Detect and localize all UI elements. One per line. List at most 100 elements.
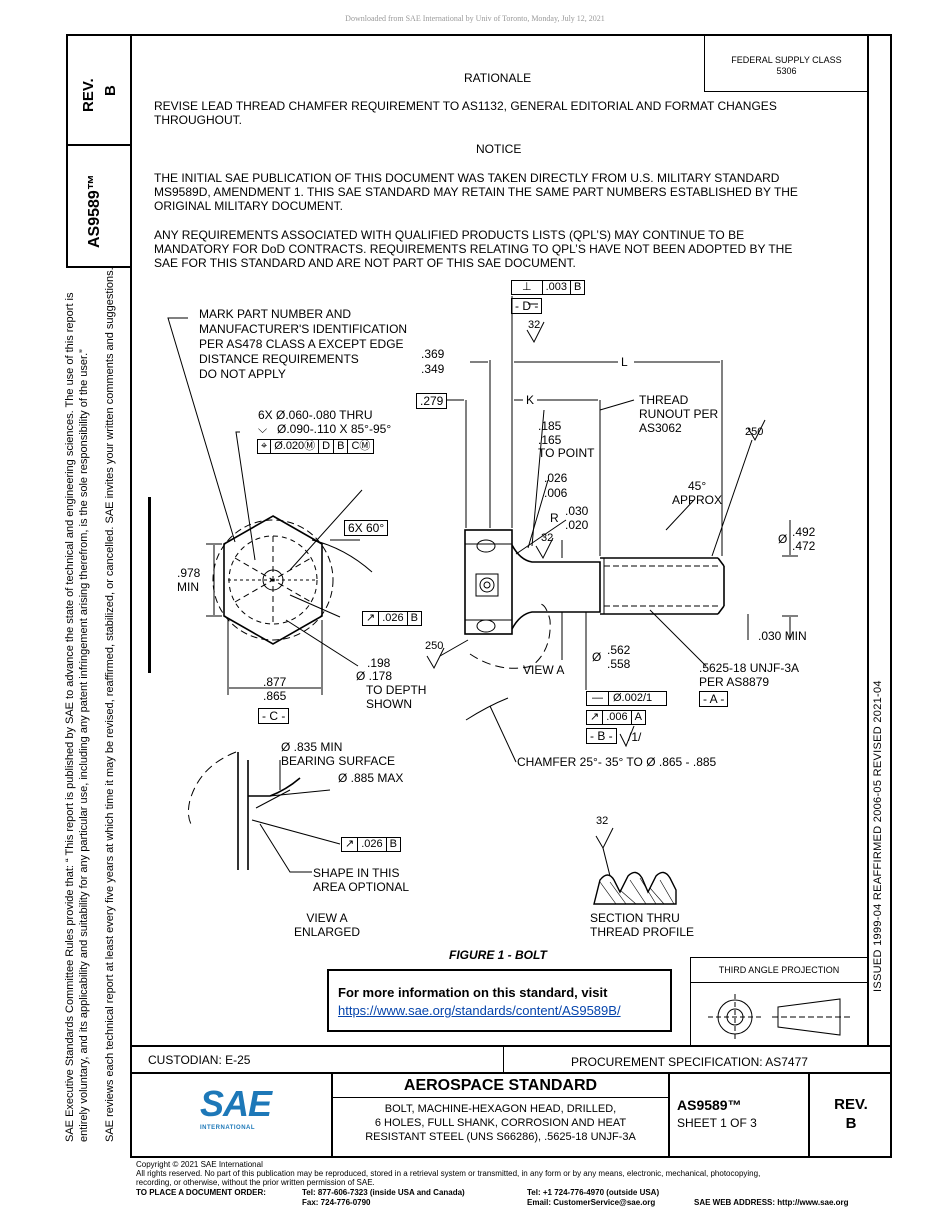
procurement-spec: PROCUREMENT SPECIFICATION: AS7477 [571, 1055, 808, 1069]
to-point: TO POINT [538, 446, 595, 460]
sae-logo: SAE [200, 1083, 272, 1124]
holes-note-line2: Ø.090-.110 X 85°-95° [277, 422, 392, 436]
title-desc-line3: RESISTANT STEEL (UNS S66286), .5625-18 U… [365, 1131, 636, 1143]
point-165: .165 [538, 433, 562, 447]
fcf-tolerance: .026 [358, 838, 387, 851]
projection-box [690, 957, 869, 1046]
title-rev-label: REV. [834, 1096, 868, 1113]
title-divider [668, 1073, 670, 1158]
mark-note-line3: PER AS478 CLASS A EXCEPT EDGE [199, 337, 404, 351]
min-030: .030 MIN [758, 629, 807, 643]
perp-fcf: ⊥ .003 B [511, 280, 586, 295]
note-1: /1/ [628, 730, 642, 744]
projection-symbol-icon [708, 994, 850, 1040]
position-icon: ⌖ [258, 440, 272, 453]
radius-030: .030 [565, 504, 589, 518]
finish-32-shank: 32 [541, 532, 554, 544]
width-877: .877 [263, 675, 287, 689]
dia-symbol-492: Ø [778, 532, 788, 546]
bolt-side-view [464, 529, 725, 669]
fcf-tolerance: .026 [379, 612, 408, 625]
shank-runout-fcf: ↗ .006 A [586, 710, 646, 725]
figure-caption: FIGURE 1 - BOLT [449, 948, 547, 962]
shank-558: .558 [607, 657, 631, 671]
mark-note-line5: DO NOT APPLY [199, 367, 286, 381]
view-a-enlarged-line1: VIEW A [306, 911, 348, 925]
standard-link[interactable]: https://www.sae.org/standards/content/AS… [338, 1003, 621, 1018]
rationale-heading: RATIONALE [464, 71, 532, 85]
across-corners-value: .978 [177, 566, 201, 580]
order-label: TO PLACE A DOCUMENT ORDER: [136, 1188, 266, 1197]
copyright: Copyright © 2021 SAE International [136, 1160, 263, 1169]
thread-spec: .5625-18 UNJF-3A [699, 661, 800, 675]
shown: SHOWN [366, 697, 412, 711]
notice-p2-line2: MANDATORY FOR DoD CONTRACTS. REQUIREMENT… [154, 242, 793, 256]
fax: Fax: 724-776-0790 [302, 1198, 371, 1207]
head-349: .349 [421, 362, 445, 376]
per-as8879: PER AS8879 [699, 675, 770, 689]
title-block-mid-rule [130, 1072, 892, 1074]
notice-p2-line1: ANY REQUIREMENTS ASSOCIATED WITH QUALIFI… [154, 228, 745, 242]
head-369: .369 [421, 347, 445, 361]
title-desc-line2: 6 HOLES, FULL SHANK, CORROSION AND HEAT [374, 1117, 627, 1129]
straightness-fcf: — Ø.002/1 [586, 691, 668, 706]
custodian: CUSTODIAN: E-25 [148, 1053, 251, 1067]
web-address: SAE WEB ADDRESS: http://www.sae.org [694, 1198, 849, 1207]
holes-position-fcf: ⌖ Ø.020Ⓜ D B CⓂ [257, 439, 375, 454]
heading-rule [332, 1097, 669, 1098]
dia-472: .472 [792, 539, 816, 553]
logo-divider [331, 1073, 333, 1158]
thread-runout-line1: THREAD [639, 393, 689, 407]
rights-line2: recording, or otherwise, without the pri… [136, 1178, 375, 1187]
dim-279: .279 [416, 393, 448, 409]
info-box-link[interactable]: https://www.sae.org/standards/content/AS… [338, 1003, 621, 1018]
angle-45: 45° [688, 479, 707, 493]
tel-outside: Tel: +1 724-776-4970 (outside USA) [527, 1188, 660, 1197]
thread-runout-line2: RUNOUT PER [639, 407, 719, 421]
radius-r: R [550, 511, 559, 525]
bearing-885: Ø .885 MAX [338, 771, 404, 785]
aerospace-standard-heading: AEROSPACE STANDARD [403, 1077, 598, 1094]
shape-note-line1: SHAPE IN THIS [313, 866, 400, 880]
runout-icon: ↗ [363, 612, 380, 625]
hex-runout-fcf: ↗ .026 B [362, 611, 422, 626]
change-bar [148, 497, 151, 673]
rationale-line1: REVISE LEAD THREAD CHAMFER REQUIREMENT T… [154, 99, 777, 113]
dim-026: .026 [544, 471, 568, 485]
projection-divider [690, 982, 868, 983]
rev-divider [808, 1073, 810, 1158]
fcf-datum: B [574, 281, 582, 293]
main-frame [130, 34, 892, 1158]
custodian-divider [503, 1046, 504, 1073]
datum-a: - A - [699, 691, 729, 707]
bearing-835: Ø .835 MIN [281, 740, 343, 754]
fcf-tolerance: Ø.020Ⓜ [271, 440, 320, 453]
title-block-top-rule [130, 1045, 892, 1047]
fcf-datum: D [319, 440, 335, 453]
finish-32-top: 32 [528, 319, 541, 331]
hole-198: .198 [367, 656, 391, 670]
fcf-datum: B [334, 440, 349, 453]
supply-class-line2: 5306 [776, 66, 797, 76]
thread-runout-line3: AS3062 [639, 421, 682, 435]
view-a-label: VIEW A [523, 663, 565, 677]
supply-class-box [704, 34, 869, 92]
mark-note-line1: MARK PART NUMBER AND [199, 307, 352, 321]
title-doc-number: AS9589™ [677, 1097, 742, 1113]
notice-p1-line3: ORIGINAL MILITARY DOCUMENT. [154, 199, 343, 213]
to-depth: TO DEPTH [366, 683, 427, 697]
title-rev-value: B [845, 1115, 857, 1132]
view-a-enlarged-line2: ENLARGED [293, 925, 361, 939]
info-box-text: For more information on this standard, v… [338, 985, 608, 1000]
bearing-runout-fcf: ↗ .026 B [341, 837, 401, 852]
right-column-divider [867, 34, 869, 1046]
sheet-number: SHEET 1 OF 3 [677, 1116, 757, 1130]
dia-492: .492 [792, 525, 816, 539]
datum-b: - B - [586, 728, 617, 744]
dia-symbol-562: Ø [592, 650, 602, 664]
countersink-icon: ⌵ [258, 422, 268, 436]
point-185: .185 [538, 419, 562, 433]
finish-250-head: 250 [425, 640, 444, 652]
perpendicularity-icon: ⊥ [512, 281, 543, 294]
